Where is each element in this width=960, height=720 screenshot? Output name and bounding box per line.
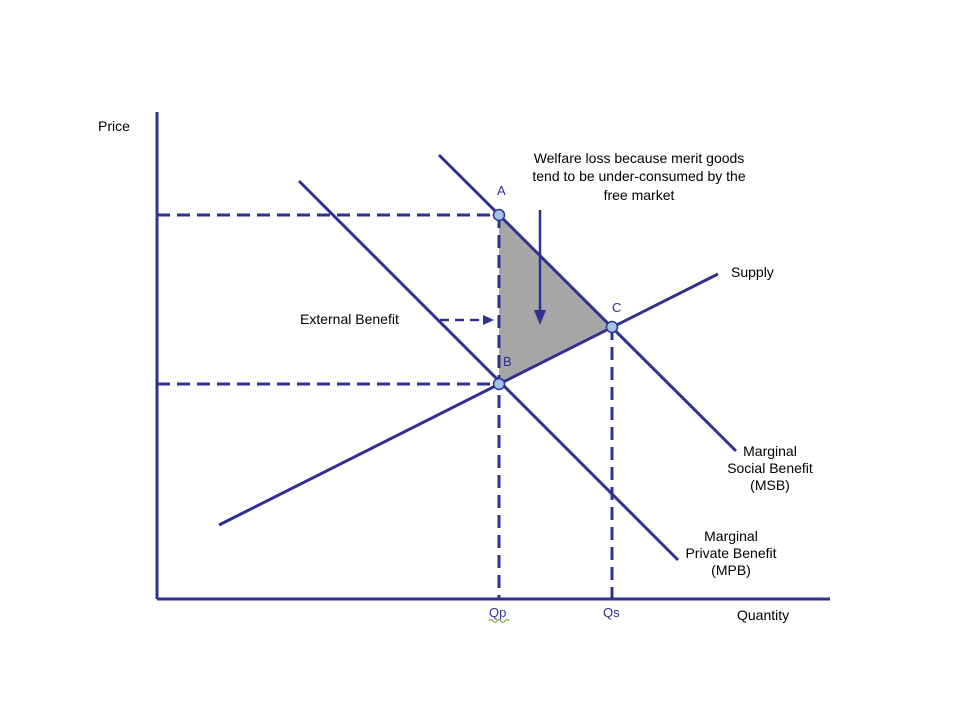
welfare-loss-area [499,215,612,384]
qs-label: Qs [603,605,620,620]
point-c-marker [605,320,619,334]
external-benefit-label: External Benefit [300,311,399,327]
msb-label-line2: Social Benefit [727,460,813,476]
msb-label-line3: (MSB) [750,477,790,493]
supply-label: Supply [731,264,774,280]
point-a-marker [492,208,506,222]
point-c-label: C [612,300,621,315]
y-axis-label: Price [98,118,130,134]
msb-curve [437,153,738,453]
mpb-curve [297,179,680,562]
welfare-loss-text-line2: tend to be under-consumed by the [532,168,745,184]
qp-spellcheck-underline [488,619,510,623]
mpb-label-line1: Marginal [704,528,758,544]
mpb-label-line2: Private Benefit [685,545,776,561]
point-b-label: B [503,354,512,369]
welfare-loss-text-line1: Welfare loss because merit goods [534,150,745,166]
welfare-loss-arrowhead [534,310,546,325]
mpb-label-line3: (MPB) [711,562,751,578]
point-a-label: A [497,183,506,198]
external-benefit-arrowhead [483,315,494,325]
msb-label-line1: Marginal [743,443,797,459]
welfare-loss-text-line3: free market [604,187,675,203]
x-axis-label: Quantity [737,607,789,623]
supply-curve [218,272,719,527]
point-b-marker [492,377,506,391]
qp-label: Qp [489,605,506,620]
